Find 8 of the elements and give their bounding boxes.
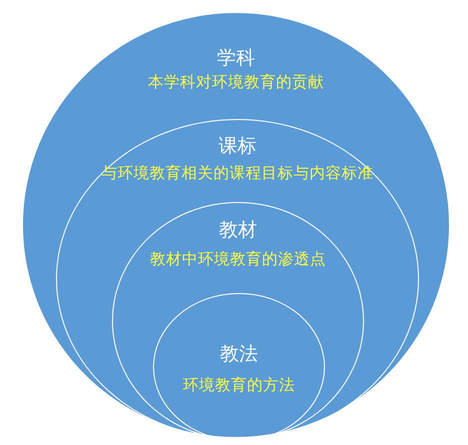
layer-description: 环境教育的方法 [183,375,295,396]
layer-heading: 教法 [220,342,258,367]
layer-heading: 学科 [217,46,255,71]
layer-heading: 教材 [219,218,257,243]
layer-description: 本学科对环境教育的贡献 [148,72,324,93]
layer-heading: 课标 [218,134,256,159]
layer-description: 教材中环境教育的渗透点 [150,249,326,270]
layer-description: 与环境教育相关的课程目标与内容标准 [102,163,374,184]
